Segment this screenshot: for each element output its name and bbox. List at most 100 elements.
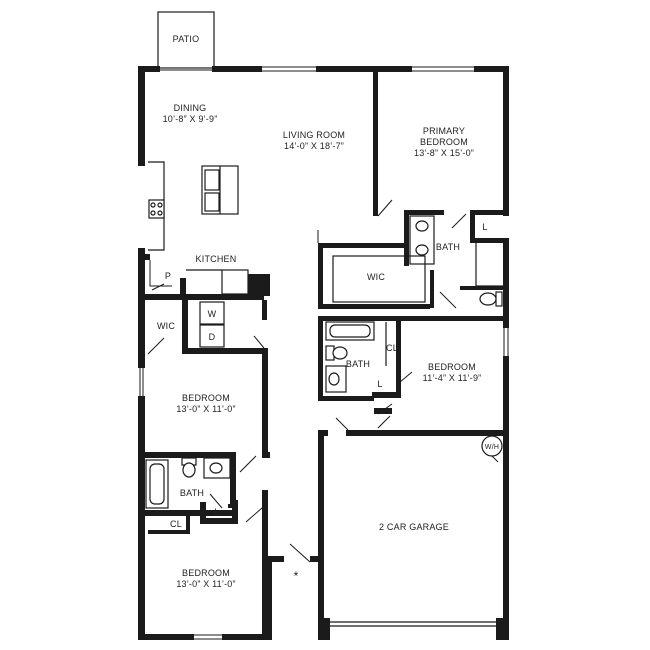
wall-segment	[373, 72, 378, 216]
door-swing	[451, 213, 467, 229]
door-swing	[151, 283, 165, 291]
wall-segment	[346, 430, 376, 436]
dryer	[199, 324, 225, 348]
wall-segment	[212, 66, 262, 72]
wall-segment	[318, 304, 430, 309]
wall-segment	[372, 392, 401, 398]
wall-segment	[470, 210, 508, 215]
wall-segment	[138, 510, 236, 516]
vanity-counter	[409, 215, 435, 265]
wall-segment	[318, 430, 328, 436]
primary-bedroom-size: 13’-8” X 15’-0”	[414, 148, 474, 158]
wall-segment	[474, 66, 508, 72]
door-swing	[245, 507, 263, 523]
door-swing	[377, 415, 391, 429]
bathtub-inner	[329, 324, 371, 338]
range-cooktop	[148, 199, 165, 219]
bath-3-fixtures	[325, 321, 387, 393]
door-swing	[491, 455, 499, 463]
patio-label: PATIO	[173, 34, 200, 44]
door-swing	[399, 371, 413, 383]
wall-segment	[200, 518, 236, 524]
wall-segment	[318, 316, 508, 321]
linen-2-label: L	[214, 507, 219, 517]
door-swing	[377, 403, 393, 415]
door-swing	[439, 291, 457, 309]
toilet	[479, 292, 497, 306]
wall-segment	[222, 634, 272, 640]
wall-segment	[138, 294, 264, 300]
vanity	[325, 365, 347, 393]
wall-segment	[318, 243, 406, 248]
shower	[475, 241, 505, 287]
wic-shelf	[332, 255, 426, 303]
wall-segment	[138, 248, 145, 368]
wall-segment	[316, 66, 412, 72]
primary-bedroom-label-2: BEDROOM	[420, 137, 468, 147]
entry-marker: *	[294, 569, 299, 583]
island-sink	[204, 192, 220, 212]
wall-segment	[232, 500, 238, 524]
wall-segment	[148, 530, 190, 534]
sink	[415, 244, 429, 256]
wall-segment	[138, 66, 145, 166]
toilet	[182, 462, 196, 478]
vanity	[203, 457, 231, 479]
wall-segment	[503, 432, 509, 640]
pantry-outline	[149, 260, 172, 287]
wall-segment	[138, 254, 150, 260]
wall-segment	[318, 316, 323, 400]
bedroom-4-size: 11’-4” X 11’-9”	[423, 373, 482, 383]
wall-segment	[318, 396, 374, 401]
wall-segment	[138, 634, 194, 640]
closet-4-label: CL	[386, 343, 398, 353]
burner	[157, 202, 163, 208]
wall-segment	[266, 556, 272, 640]
primary-bath-label: BATH	[436, 242, 460, 252]
living-room-label: LIVING ROOM	[283, 130, 345, 140]
wall-segment	[460, 286, 508, 290]
bathtub	[325, 321, 375, 341]
closet-3-label: CL	[170, 519, 182, 529]
exterior-walls	[138, 66, 509, 640]
door-swing	[377, 199, 393, 217]
wall-segment	[318, 430, 324, 640]
wall-segment	[262, 348, 268, 452]
wall-segment	[503, 238, 509, 328]
wall-segment	[503, 66, 509, 216]
bedroom-2-size: 13’-0” X 11’-0”	[176, 404, 235, 414]
wall-segment	[404, 210, 444, 215]
bath-2-label: BATH	[180, 488, 204, 498]
wall-segment	[262, 490, 268, 634]
sink	[209, 462, 223, 474]
wall-segment	[138, 66, 160, 72]
room-labels: PATIO DINING 10’-8” X 9’-9” LIVING ROOM …	[157, 34, 499, 589]
doors	[147, 199, 499, 563]
wall-segment	[182, 294, 188, 352]
wall-segment	[396, 316, 401, 396]
wall-segment	[230, 452, 236, 508]
bedroom-4-label: BEDROOM	[428, 362, 476, 372]
wall-segment	[470, 238, 508, 243]
bathtub	[145, 459, 169, 509]
pantry-label: P	[165, 271, 171, 281]
door-swing	[253, 335, 265, 349]
dining-size: 10’-8” X 9’-9”	[163, 114, 218, 124]
sink	[328, 372, 340, 386]
burner	[150, 210, 156, 216]
bedroom-3-label: BEDROOM	[182, 568, 230, 578]
wall-segment	[262, 452, 270, 458]
interior-walls	[138, 72, 508, 634]
linen-3-label: L	[377, 379, 382, 389]
wall-segment	[318, 618, 330, 640]
bath-2-fixtures	[145, 457, 231, 509]
wall-segment	[470, 210, 475, 242]
primary-wic-label: WIC	[367, 272, 385, 282]
primary-bedroom-label-1: PRIMARY	[423, 126, 465, 136]
wall-segment	[182, 348, 266, 354]
refrigerator	[221, 269, 249, 295]
washer	[199, 301, 225, 325]
washer-label: W	[208, 309, 217, 319]
toilet	[332, 346, 348, 360]
